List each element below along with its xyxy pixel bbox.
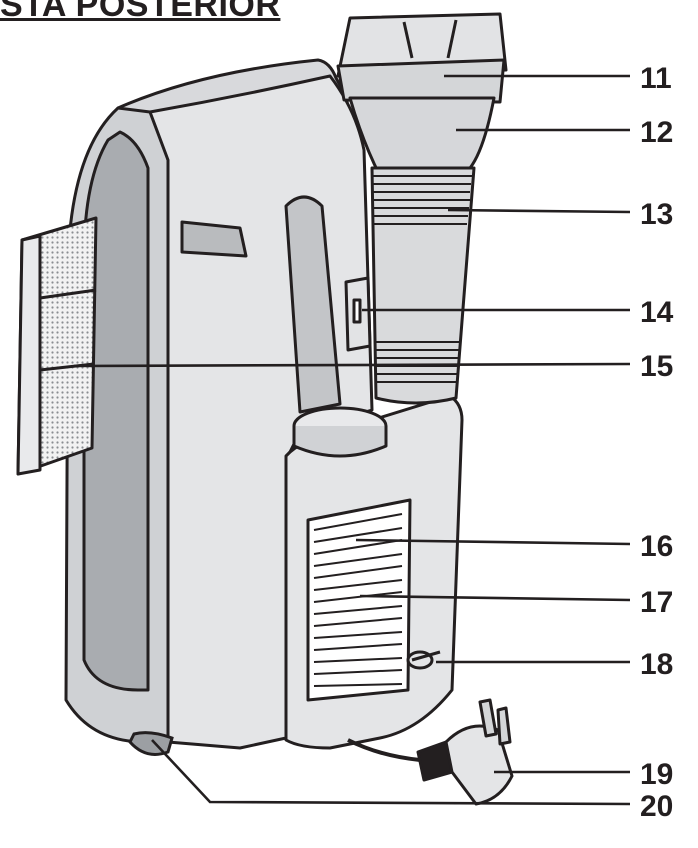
- callout-19: 19: [640, 758, 673, 791]
- leader-13: [447, 208, 631, 214]
- callout-16: 16: [640, 530, 673, 563]
- callout-labels: 11 12 13 14 15 16 17 18 19 20: [640, 62, 674, 823]
- callout-18: 18: [640, 648, 673, 681]
- callout-17: 17: [640, 586, 673, 619]
- leader-16: [355, 538, 631, 546]
- callout-11: 11: [640, 62, 672, 95]
- drain-outlet: [406, 650, 441, 670]
- leader-20: [151, 739, 631, 806]
- callout-15: 15: [640, 350, 673, 383]
- air-filter: [16, 216, 98, 476]
- leader-17: [359, 594, 631, 602]
- callout-12: 12: [640, 116, 673, 149]
- leader-15: [73, 362, 631, 368]
- callout-13: 13: [640, 198, 673, 231]
- caster-wheel: [128, 731, 174, 756]
- exhaust-hose: [336, 12, 508, 405]
- callout-20: 20: [640, 790, 673, 823]
- diagram-title: STA POSTERIOR: [0, 0, 281, 24]
- callout-14: 14: [640, 296, 674, 329]
- side-grille: [306, 498, 412, 702]
- callout-leaders: [73, 74, 631, 806]
